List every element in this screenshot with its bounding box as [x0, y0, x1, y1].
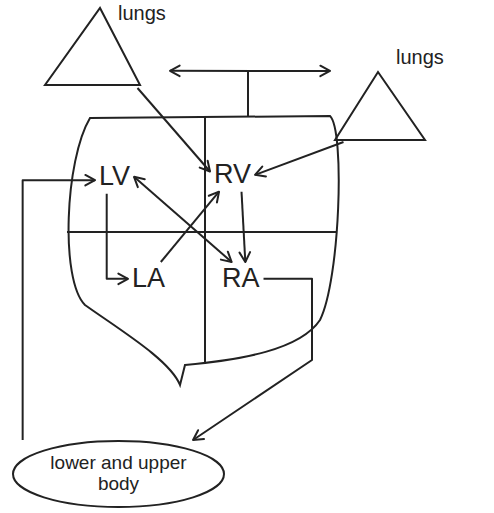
chamber-region: LA	[128, 262, 169, 296]
arrow-head	[118, 274, 128, 285]
flow-arrow	[161, 192, 219, 262]
flow-arrow	[138, 88, 211, 171]
flow-line	[134, 177, 232, 262]
flow-line	[161, 192, 219, 262]
flow-arrow	[107, 194, 128, 284]
body-shape	[13, 441, 224, 507]
chamber-label: LA	[132, 264, 165, 294]
arrow-head	[170, 66, 180, 77]
flow-line	[107, 194, 128, 279]
chamber-region: LV	[95, 160, 134, 194]
chamber-region: RA	[218, 262, 264, 296]
arrow-head	[193, 430, 204, 440]
region-label: lower and upper body	[44, 453, 194, 495]
arrow-head	[240, 252, 251, 262]
organ-label: lungs	[396, 46, 444, 68]
flow-line	[170, 70, 330, 72]
flow-arrow	[240, 192, 251, 262]
flow-line	[138, 88, 211, 171]
flow-line	[193, 279, 312, 440]
chamber-region: RV	[210, 158, 255, 192]
chamber-label: LV	[99, 162, 130, 192]
heart-outline	[69, 116, 339, 385]
organ-label: lungs	[118, 2, 166, 24]
flow-line	[242, 192, 246, 262]
flow-arrow	[23, 175, 95, 440]
flow-line	[255, 142, 343, 175]
lung-triangle: lungs	[330, 46, 465, 142]
body-ellipse: lower and upper body	[12, 440, 225, 508]
arrow-head	[209, 192, 219, 203]
flow-arrow	[170, 66, 330, 77]
lung-shape	[335, 72, 425, 140]
vessel-line	[247, 71, 249, 117]
arrow-head	[320, 66, 330, 77]
arrow-head	[255, 167, 266, 177]
chamber-label: RA	[222, 264, 260, 294]
arrow-head	[221, 252, 232, 262]
lung-triangle: lungs	[40, 2, 170, 88]
chamber-label: RV	[214, 160, 251, 190]
arrow-head	[134, 177, 145, 187]
arrow-head	[85, 175, 95, 186]
flow-line	[23, 180, 95, 440]
arrow-head	[200, 161, 210, 172]
flow-arrow	[134, 177, 232, 262]
flow-arrow	[255, 142, 343, 176]
flow-arrow	[193, 279, 312, 440]
